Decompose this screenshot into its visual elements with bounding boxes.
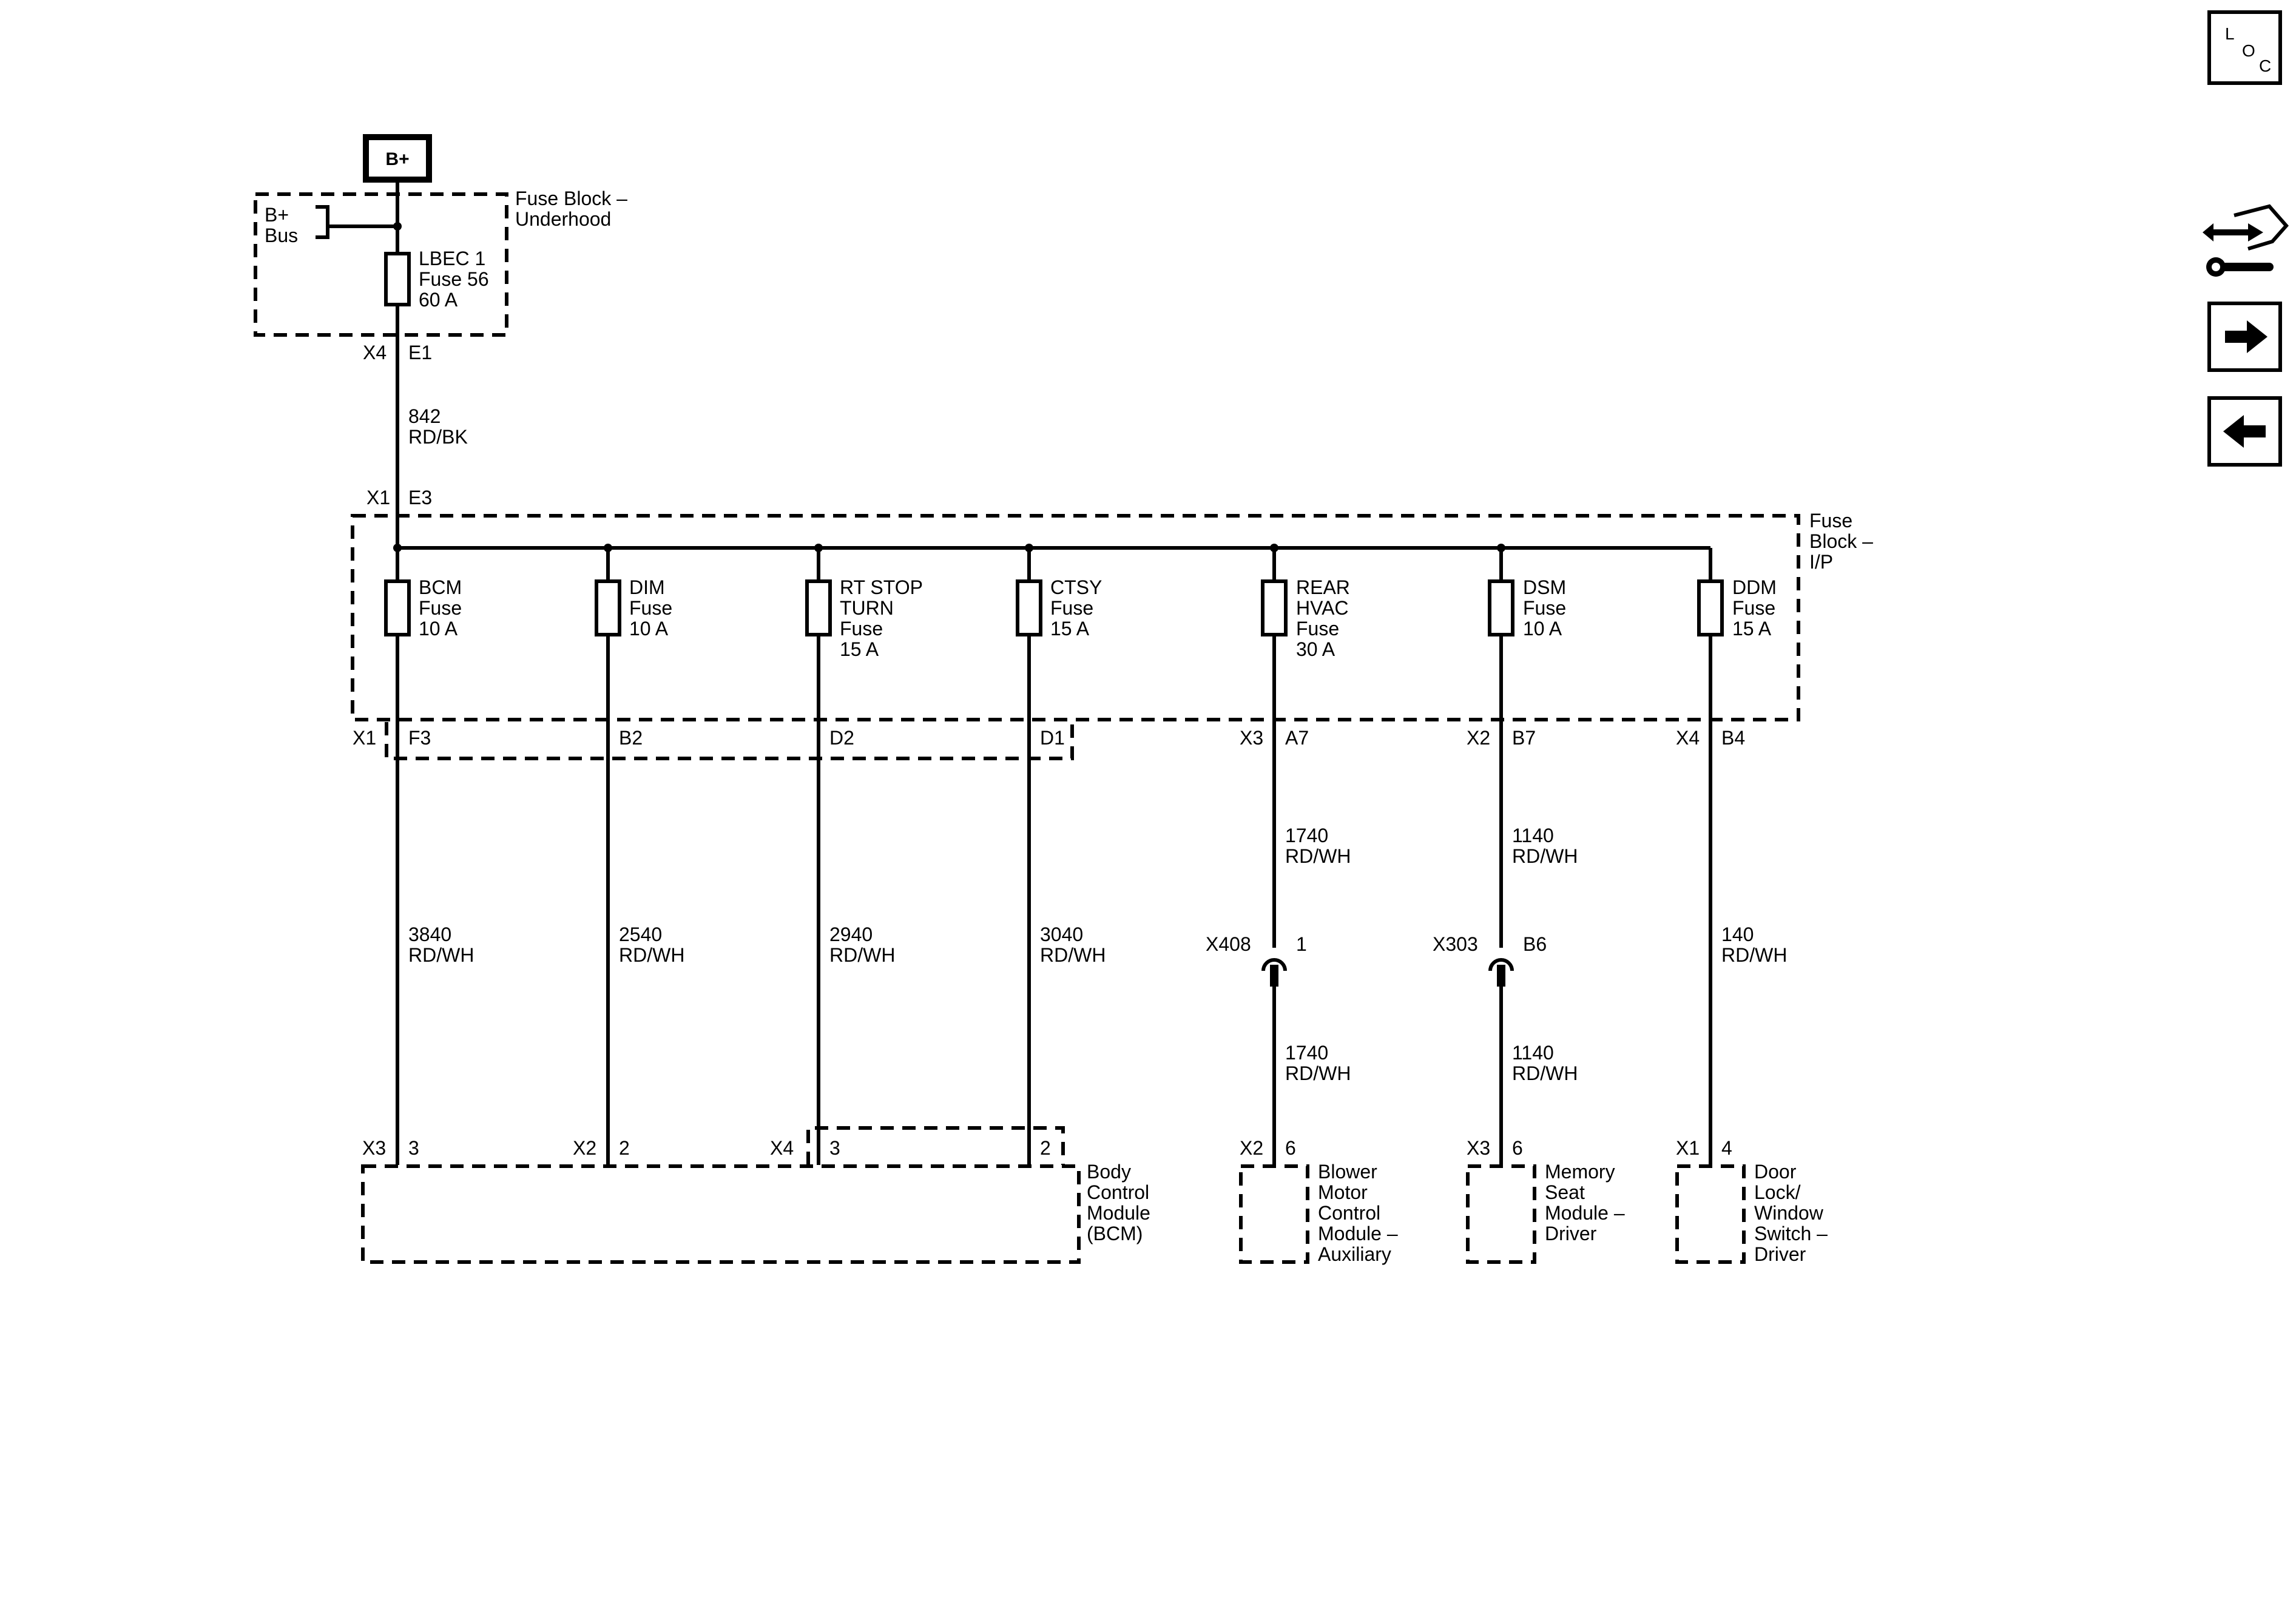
dest-pin-dsm: 6	[1512, 1137, 1523, 1159]
dest-conn-rear-hvac: X2	[1240, 1137, 1263, 1159]
fuse-ctsy-label: CTSY Fuse 15 A	[1050, 576, 1107, 640]
door-switch-module-name: Door Lock/ Window Switch – Driver	[1754, 1161, 1833, 1265]
underhood-out-pin: E1	[408, 342, 432, 363]
loc-button[interactable]: L O C	[2207, 10, 2282, 85]
dest-conn-dim: X2	[573, 1137, 596, 1159]
pin-rear-hvac-fuse: A7	[1285, 727, 1309, 749]
component-location-icon[interactable]	[2203, 204, 2289, 277]
back-arrow-button[interactable]	[2207, 396, 2282, 467]
wire-ddm-label: 140 RD/WH	[1721, 923, 1787, 966]
memory-seat-module-name: Memory Seat Module – Driver	[1545, 1161, 1630, 1244]
wire-ctsy-label: 3040 RD/WH	[1040, 923, 1106, 966]
svg-text:C: C	[2259, 56, 2271, 75]
bplus-bus-label: B+ Bus	[265, 204, 298, 246]
pin-ctsy-fuse: D1	[1040, 727, 1065, 749]
fuse-ctsy	[1016, 579, 1042, 636]
svg-text:L: L	[2225, 24, 2235, 43]
connector-end-view-icon[interactable]	[2207, 302, 2282, 372]
bcm-module: Body Control Module (BCM)	[361, 1161, 1156, 1264]
ip-block-name: Fuse Block – I/P	[1809, 510, 1879, 573]
conn-dsm-fuse: X2	[1467, 727, 1490, 749]
svg-text:O: O	[2242, 41, 2255, 60]
blower-module-name: Blower Motor Control Module – Auxiliary	[1318, 1161, 1403, 1265]
dest-pin-bcm: 3	[408, 1137, 419, 1159]
circuit-dim: DIM Fuse 10 A B2 2540 RD/WH X2 2	[573, 548, 684, 1165]
bcm-module-name: Body Control Module (BCM)	[1087, 1161, 1156, 1244]
dest-pin-rear-hvac: 6	[1285, 1137, 1296, 1159]
circuit-rt-stop-turn: RT STOP TURN Fuse 15 A D2 2940 RD/WH X4 …	[770, 548, 928, 1165]
fuse-rear-hvac-label: REAR HVAC Fuse 30 A	[1296, 576, 1356, 660]
inline-conn-x303: X303	[1433, 933, 1478, 955]
wire-rear-hvac-lower: 1740 RD/WH	[1285, 1042, 1351, 1084]
fuse-bcm	[384, 579, 411, 636]
pin-dsm-fuse: B7	[1512, 727, 1536, 749]
pin-dim-fuse: B2	[619, 727, 643, 749]
wire-dim-label: 2540 RD/WH	[619, 923, 684, 966]
fuse-lbec1-label: LBEC 1 Fuse 56 60 A	[419, 248, 495, 311]
wire-dsm-lower: 1140 RD/WH	[1512, 1042, 1578, 1084]
circuit-rear-hvac: REAR HVAC Fuse 30 A X3 A7 1740 RD/WH X40…	[1206, 548, 1403, 1265]
dest-pin-ddm: 4	[1721, 1137, 1732, 1159]
wire-bcm-label: 3840 RD/WH	[408, 923, 474, 966]
fuse-rear-hvac	[1261, 579, 1288, 636]
fuse-bcm-label: BCM Fuse 10 A	[419, 576, 467, 640]
inline-connector-x408	[1261, 958, 1287, 971]
fuse-rt-stop-turn	[805, 579, 832, 636]
wire-rear-hvac-upper: 1740 RD/WH	[1285, 825, 1351, 867]
ip-fuse-block: Fuse Block – I/P	[351, 510, 1879, 760]
pin-ddm-fuse: B4	[1721, 727, 1745, 749]
dest-pin-rt-stop-turn: 3	[829, 1137, 840, 1159]
circuit-ddm: DDM Fuse 15 A X4 B4 140 RD/WH X1 4 Door …	[1675, 548, 1833, 1265]
inline-pin-x408: 1	[1296, 933, 1307, 955]
inline-pin-x303: B6	[1523, 933, 1547, 955]
fuse-dim	[595, 579, 621, 636]
conn-bcm-fuse: X1	[353, 727, 376, 749]
bcm-x4-shroud	[806, 1126, 1065, 1165]
fuse-ddm-label: DDM Fuse 15 A	[1732, 576, 1782, 640]
battery-label: B+	[385, 149, 409, 169]
fuse-dsm-label: DSM Fuse 10 A	[1523, 576, 1572, 640]
fuse-lbec1	[384, 252, 411, 306]
dest-conn-dsm: X3	[1467, 1137, 1490, 1159]
ip-in-pin: E3	[408, 487, 432, 508]
fuse-rt-stop-turn-label: RT STOP TURN Fuse 15 A	[840, 576, 928, 660]
circuit-ctsy: CTSY Fuse 15 A D1 3040 RD/WH 2	[1016, 548, 1107, 1165]
feed-wire-label: 842 RD/BK	[408, 405, 468, 448]
inline-conn-x408: X408	[1206, 933, 1251, 955]
fuse-dsm	[1488, 579, 1514, 636]
inline-connector-x303	[1488, 958, 1514, 971]
underhood-fuse-block: Fuse Block – Underhood B+ Bus LBEC 1 Fus…	[254, 187, 633, 363]
wire-dsm-upper: 1140 RD/WH	[1512, 825, 1578, 867]
door-switch-module-box	[1675, 1164, 1746, 1264]
fuse-dim-label: DIM Fuse 10 A	[629, 576, 678, 640]
wire-rt-stop-turn-label: 2940 RD/WH	[829, 923, 895, 966]
dest-conn-ddm: X1	[1676, 1137, 1700, 1159]
circuit-bcm: BCM Fuse 10 A X1 F3 3840 RD/WH X3 3	[353, 548, 474, 1165]
underhood-name: Fuse Block – Underhood	[515, 187, 633, 230]
underhood-out-connector: X4	[363, 342, 387, 363]
circuit-dsm: DSM Fuse 10 A X2 B7 1140 RD/WH X303 B6 1…	[1433, 548, 1630, 1264]
blower-module-box	[1239, 1164, 1309, 1264]
pin-rt-stop-turn-fuse: D2	[829, 727, 854, 749]
conn-ddm-fuse: X4	[1676, 727, 1700, 749]
dest-conn-bcm: X3	[362, 1137, 386, 1159]
conn-rear-hvac-fuse: X3	[1240, 727, 1263, 749]
pin-bcm-fuse: F3	[408, 727, 431, 749]
dest-pin-ctsy: 2	[1040, 1137, 1051, 1159]
battery-source: B+	[363, 134, 432, 183]
memory-seat-module-box	[1466, 1164, 1536, 1264]
fuse-ddm	[1697, 579, 1724, 636]
ip-in-connector: X1	[366, 487, 390, 508]
dest-conn-rt-stop-turn: X4	[770, 1137, 794, 1159]
dest-pin-dim: 2	[619, 1137, 630, 1159]
